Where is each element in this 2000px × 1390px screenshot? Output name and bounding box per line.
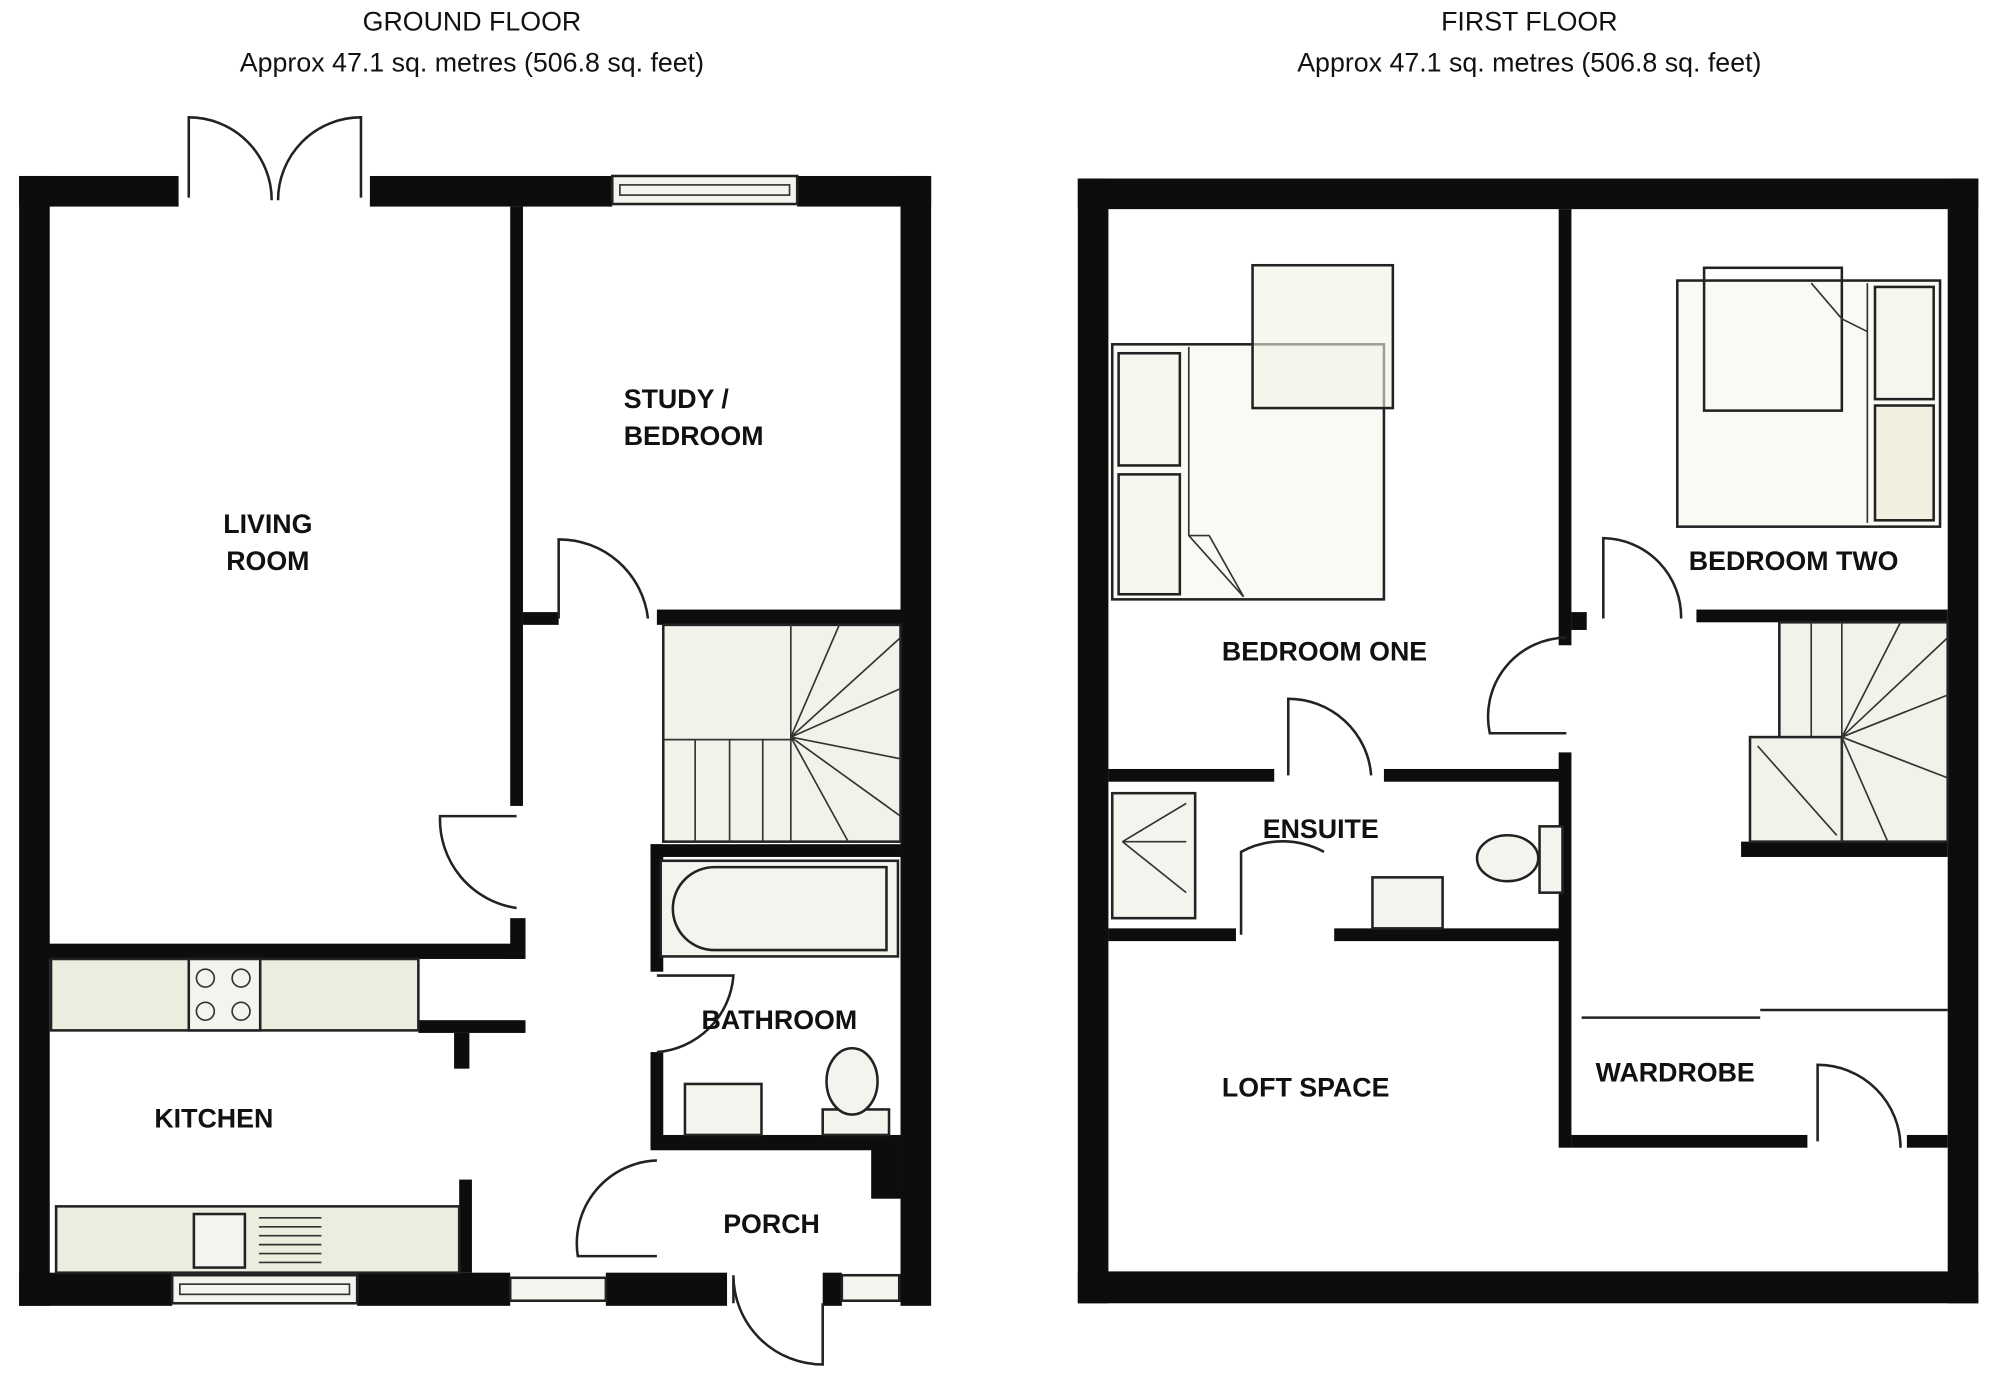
first-floor-walls [1077, 178, 1979, 1304]
toilet-cistern [1538, 825, 1564, 894]
room-label-bedroom-two: BEDROOM TWO [1689, 546, 1899, 576]
shower-tray [1110, 791, 1197, 920]
front-door[interactable] [732, 1275, 824, 1366]
double-bed [1110, 263, 1395, 601]
ensuite-sink [1371, 876, 1444, 930]
wardrobe-sliding-doors[interactable] [1581, 1008, 1948, 1019]
room-label-bathroom: BATHROOM [702, 1005, 858, 1035]
window [508, 1276, 608, 1303]
first-floor-plan: BEDROOM ONE BEDROOM TWO ENSUITE LOFT SPA… [1077, 178, 1979, 1304]
room-label-study: STUDY / [624, 384, 730, 414]
room-label-wardrobe: WARDROBE [1596, 1057, 1755, 1087]
door[interactable] [1486, 636, 1567, 735]
room-label-living-room: LIVING [223, 509, 312, 539]
door[interactable] [1286, 697, 1373, 776]
bathroom-sink [683, 1082, 763, 1137]
first-floor-title: FIRST FLOOR [1441, 7, 1618, 37]
room-label-loft-space: LOFT SPACE [1222, 1073, 1390, 1103]
door[interactable] [1239, 840, 1325, 935]
staircase [661, 623, 902, 843]
staircase [1748, 621, 1949, 843]
kitchen-counter [54, 1205, 461, 1274]
room-label-study: BEDROOM [624, 421, 764, 451]
ground-floor-walls [19, 175, 932, 1306]
window [170, 1273, 359, 1305]
room-label-porch: PORCH [723, 1209, 820, 1239]
door[interactable] [1816, 1063, 1902, 1148]
room-label-kitchen: KITCHEN [154, 1103, 273, 1133]
toilet [825, 1046, 879, 1116]
bathtub [659, 859, 900, 958]
room-label-living-room: ROOM [226, 546, 309, 576]
french-doors[interactable] [187, 116, 363, 201]
door[interactable] [557, 538, 650, 619]
window [610, 174, 799, 206]
hob [187, 957, 262, 1032]
ground-floor-plan: LIVING ROOM STUDY / BEDROOM BATHROOM KIT… [19, 116, 932, 1366]
drainer [258, 1217, 322, 1264]
bathtub-basin [671, 865, 888, 952]
room-label-ensuite: ENSUITE [1263, 814, 1379, 844]
door[interactable] [656, 974, 735, 1054]
ground-floor-title: GROUND FLOOR [363, 7, 582, 37]
kitchen-sink [192, 1212, 247, 1269]
toilet [1475, 834, 1540, 883]
double-bed [1676, 266, 1942, 528]
window [840, 1273, 901, 1303]
door[interactable] [575, 1159, 657, 1258]
door[interactable] [1602, 536, 1683, 619]
door[interactable] [438, 814, 517, 910]
room-label-bedroom-one: BEDROOM ONE [1222, 637, 1427, 667]
first-floor-area: Approx 47.1 sq. metres (506.8 sq. feet) [1297, 47, 1761, 77]
ground-floor-area: Approx 47.1 sq. metres (506.8 sq. feet) [240, 47, 704, 77]
